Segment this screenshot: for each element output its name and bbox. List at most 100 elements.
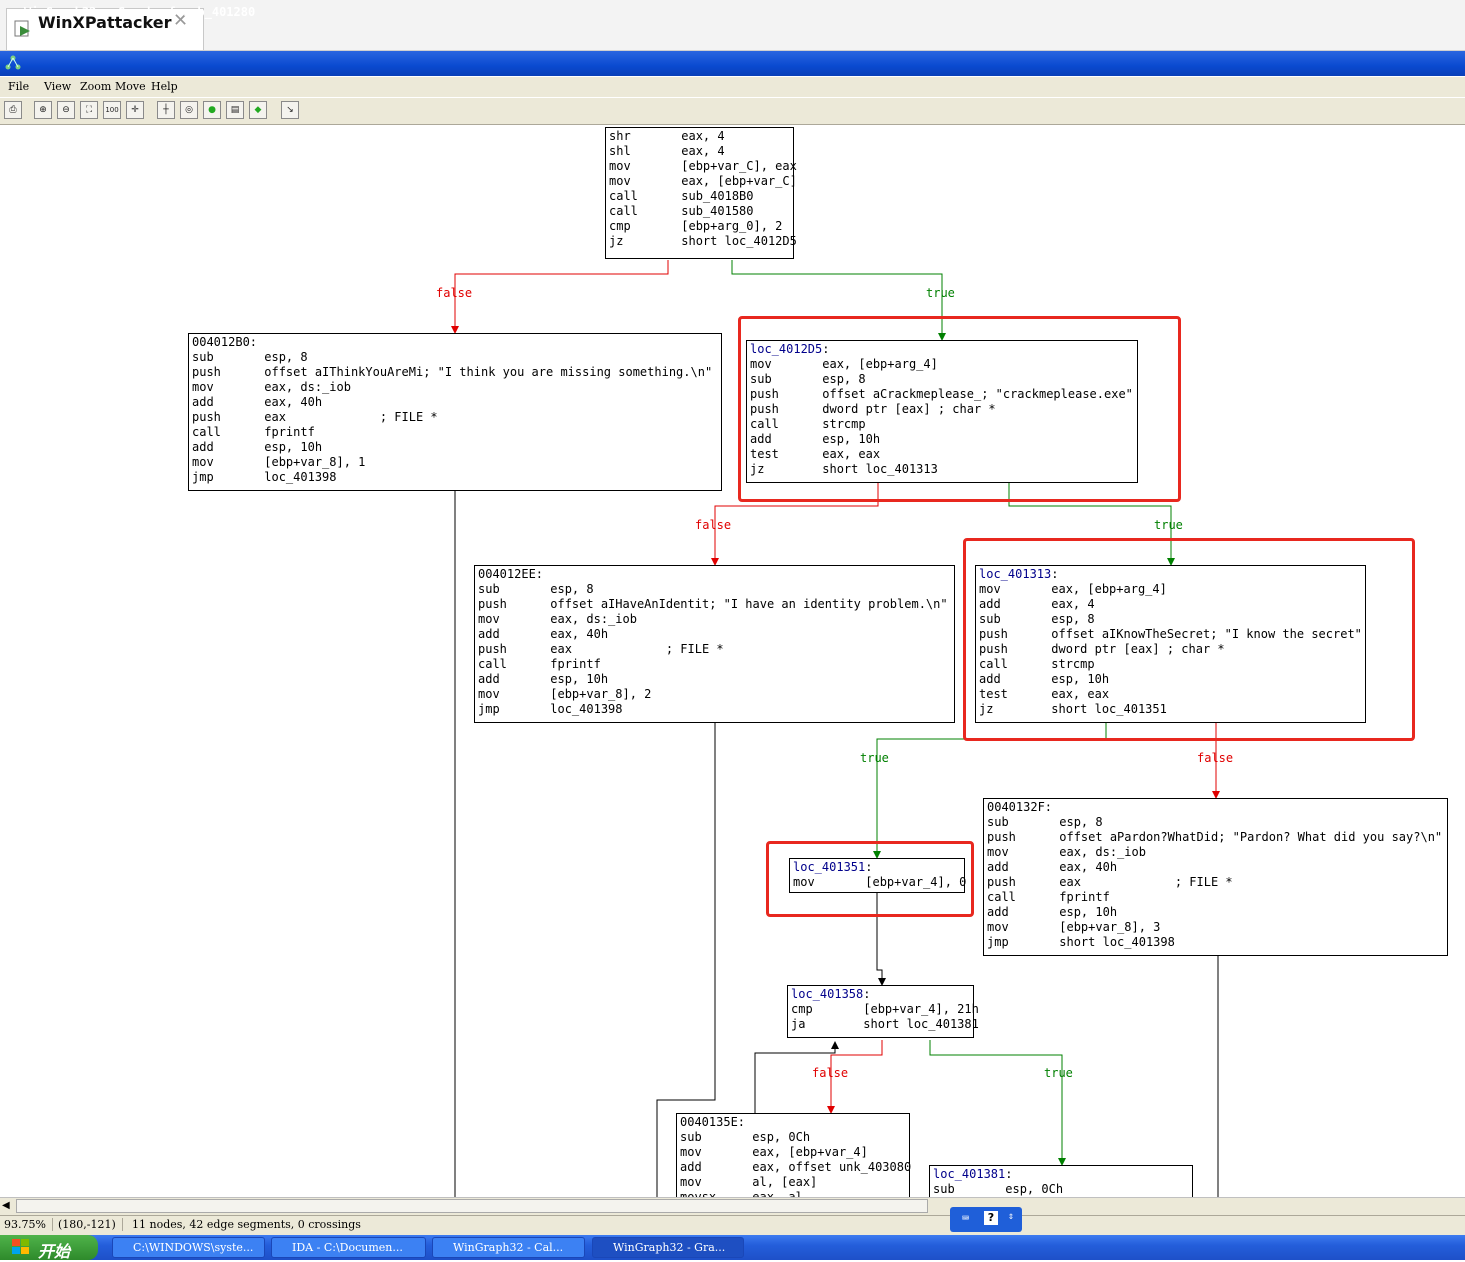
menu-move[interactable]: Move: [115, 80, 146, 93]
zoom-in-icon[interactable]: ⊕: [34, 101, 52, 119]
vm-tab-bar: [0, 0, 1465, 51]
start-label: 开始: [38, 1242, 71, 1261]
edge-label-false: false: [436, 286, 473, 300]
close-icon[interactable]: ✕: [173, 10, 189, 31]
windows-logo-icon: [12, 1239, 29, 1254]
asm-line: jmp loc_401398: [192, 470, 337, 484]
keyboard-icon[interactable]: ⌨: [962, 1211, 970, 1225]
status-coords: (180,-121): [58, 1218, 123, 1231]
fit-window-icon[interactable]: ⛶: [80, 101, 98, 119]
graph-node[interactable]: loc_401313:mov eax, [ebp+arg_4]add eax, …: [975, 565, 1366, 723]
menu-zoom[interactable]: Zoom: [80, 80, 112, 93]
start-button[interactable]: 开始: [0, 1235, 98, 1261]
asm-line: cmp [ebp+var_4], 21h: [791, 1002, 979, 1016]
arrow-icon[interactable]: ↘: [281, 101, 299, 119]
asm-line: call fprintf: [192, 425, 315, 439]
highlight-box: [766, 841, 974, 917]
asm-line: test eax, eax: [979, 687, 1110, 701]
asm-line: add esp, 10h: [750, 432, 881, 446]
asm-line: push eax ; FILE *: [192, 410, 438, 424]
taskbar-item-ida[interactable]: IDA - C:\Documen...: [271, 1237, 426, 1258]
menu-view[interactable]: View: [44, 80, 72, 93]
asm-line: add esp, 10h: [192, 440, 323, 454]
asm-line: call sub_4018B0: [609, 189, 754, 203]
zoom-out-icon[interactable]: ⊖: [57, 101, 75, 119]
asm-line: mov al, [eax]: [680, 1175, 818, 1189]
node-label-name: loc_401358: [791, 987, 864, 1001]
origin-icon[interactable]: ┼: [157, 101, 175, 119]
asm-line: sub esp, 8: [987, 815, 1103, 829]
horizontal-scrollbar[interactable]: ◀: [0, 1197, 1465, 1215]
overview-icon[interactable]: ▤: [226, 101, 244, 119]
center-icon[interactable]: ✛: [126, 101, 144, 119]
node-label: 0040135E:: [680, 1115, 746, 1129]
asm-line: mov eax, ds:_iob: [987, 845, 1146, 859]
asm-line: call fprintf: [987, 890, 1110, 904]
asm-line: shl eax, 4: [609, 144, 725, 158]
window-title: WinGraph32 - Graph of sub_401280: [24, 5, 256, 19]
zoom-100-icon[interactable]: 100: [103, 101, 121, 119]
asm-line: push offset aIThinkYouAreMi; "I think yo…: [192, 365, 713, 379]
asm-line: add eax, offset unk_403080: [680, 1160, 912, 1174]
asm-line: push offset aCrackmeplease_; "crackmeple…: [750, 387, 1133, 401]
asm-line: jmp short loc_401398: [987, 935, 1175, 949]
scrollbar-thumb[interactable]: [16, 1199, 928, 1213]
wingraph-icon: [5, 55, 21, 70]
graph-node[interactable]: loc_401381:sub esp, 0Ch: [929, 1165, 1193, 1197]
asm-line: push eax ; FILE *: [987, 875, 1233, 889]
asm-line: mov eax, ds:_iob: [192, 380, 351, 394]
taskbar-item-wingraph-graph[interactable]: WinGraph32 - Gra...: [592, 1237, 744, 1258]
asm-line: call strcmp: [750, 417, 866, 431]
asm-line: mov eax, [ebp+var_4]: [680, 1145, 868, 1159]
menu-file[interactable]: File: [8, 80, 30, 93]
print-icon[interactable]: ⎙: [4, 101, 22, 119]
asm-line: jz short loc_401351: [979, 702, 1167, 716]
view-all-icon[interactable]: ●: [203, 101, 221, 119]
layout-icon[interactable]: ◎: [180, 101, 198, 119]
node-label-name: loc_4012D5: [750, 342, 823, 356]
asm-line: test eax, eax: [750, 447, 881, 461]
vm-icon: [14, 20, 30, 37]
zoom-green-icon[interactable]: ◆: [249, 101, 267, 119]
taskbar-item-wingraph-cal[interactable]: WinGraph32 - Cal...: [432, 1237, 585, 1258]
asm-line: mov [ebp+var_C], eax: [609, 159, 797, 173]
node-label: loc_401358:: [791, 987, 871, 1001]
asm-line: add eax, 40h: [192, 395, 323, 409]
node-label: loc_4012D5:: [750, 342, 830, 356]
asm-line: cmp [ebp+arg_0], 2: [609, 219, 783, 233]
edge-label-false: false: [695, 518, 732, 532]
asm-line: mov eax, [ebp+var_C]: [609, 174, 797, 188]
asm-line: sub esp, 8: [478, 582, 594, 596]
edge-label-true: true: [860, 751, 889, 765]
asm-line: call sub_401580: [609, 204, 754, 218]
asm-line: add esp, 10h: [987, 905, 1118, 919]
asm-line: call fprintf: [478, 657, 601, 671]
asm-line: shr eax, 4: [609, 129, 725, 143]
asm-line: add eax, 40h: [478, 627, 609, 641]
scroll-left-icon[interactable]: ◀: [2, 1200, 10, 1211]
graph-canvas[interactable]: false true false true true false false t…: [2, 125, 1463, 1197]
toolbar: ⎙ ⊕ ⊖ ⛶ 100 ✛ ┼ ◎ ● ▤ ◆ ↘: [0, 98, 1465, 125]
vm-tab[interactable]: [6, 8, 204, 50]
asm-line: push dword ptr [eax] ; char *: [750, 402, 996, 416]
taskbar: 开始 C:\WINDOWS\syste... IDA - C:\Documen.…: [0, 1235, 1465, 1261]
help-icon[interactable]: ?: [984, 1211, 998, 1225]
node-label: 004012EE:: [478, 567, 544, 581]
asm-line: push dword ptr [eax] ; char *: [979, 642, 1225, 656]
graph-node[interactable]: loc_401351:mov [ebp+var_4], 0: [789, 858, 966, 893]
asm-line: sub esp, 8: [979, 612, 1095, 626]
taskbar-item-cmd[interactable]: C:\WINDOWS\syste...: [112, 1237, 265, 1258]
graph-node[interactable]: loc_4012D5:mov eax, [ebp+arg_4]sub esp, …: [746, 340, 1138, 483]
status-info: 11 nodes, 42 edge segments, 0 crossings: [132, 1218, 361, 1231]
edge-label-false: false: [1197, 751, 1234, 765]
asm-line: sub esp, 0Ch: [933, 1182, 1064, 1196]
menu-help[interactable]: Help: [151, 80, 178, 93]
node-label-name: loc_401313: [979, 567, 1052, 581]
chevron-down-icon[interactable]: ⇕: [1008, 1211, 1015, 1222]
